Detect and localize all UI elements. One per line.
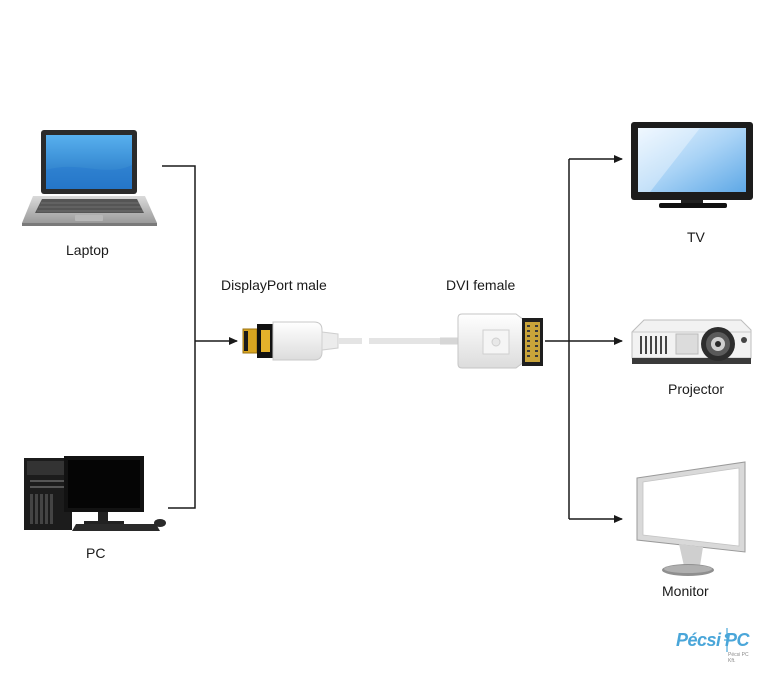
connection-lines bbox=[162, 155, 623, 523]
brand-logo: Pécsi PC Pécsi PC Kft. bbox=[676, 630, 756, 664]
pc-line bbox=[168, 341, 196, 509]
logo-subtext: Pécsi PC Kft. bbox=[728, 652, 749, 664]
adapter-cable bbox=[242, 313, 543, 369]
displayport-plug-icon bbox=[242, 321, 339, 361]
projector-label: Projector bbox=[668, 381, 725, 397]
monitor-icon bbox=[636, 461, 746, 576]
pc-icon bbox=[24, 456, 166, 531]
displayport-label: DisplayPort male bbox=[221, 277, 327, 293]
projector-icon bbox=[631, 319, 752, 364]
logo-text: Pécsi PC bbox=[676, 630, 750, 650]
laptop-line bbox=[162, 165, 196, 341]
logo-tower-icon bbox=[724, 628, 730, 652]
laptop-label: Laptop bbox=[66, 242, 109, 258]
dvi-label: DVI female bbox=[446, 277, 516, 293]
monitor-label: Monitor bbox=[662, 583, 709, 599]
tv-icon bbox=[631, 122, 753, 208]
tv-label: TV bbox=[687, 229, 705, 245]
dvi-connector-icon bbox=[457, 313, 543, 369]
pc-label: PC bbox=[86, 545, 106, 561]
laptop-icon bbox=[22, 130, 157, 226]
